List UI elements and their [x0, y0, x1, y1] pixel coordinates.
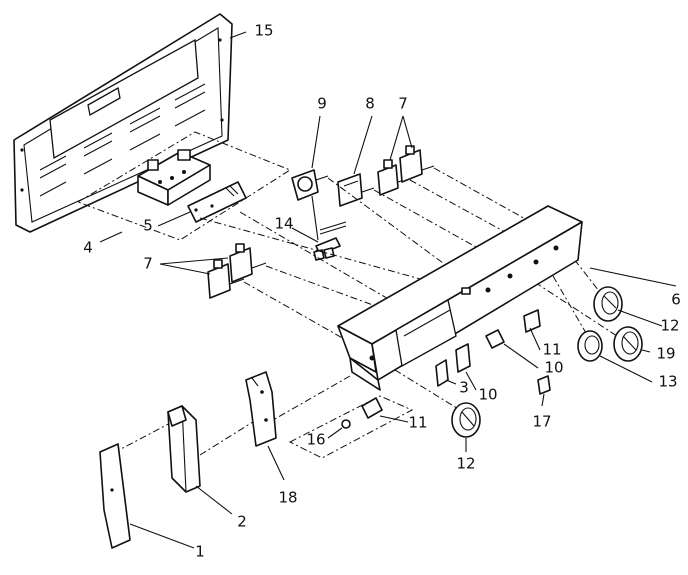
switch-kit-outline: [288, 395, 414, 459]
callout-label-19: 19: [656, 344, 676, 363]
callout-label-3: 3: [459, 378, 469, 397]
callout-label-17: 17: [532, 412, 552, 431]
callout-label-14: 14: [274, 214, 294, 233]
callout-label-16: 16: [306, 430, 326, 449]
callout-label-6: 6: [671, 290, 681, 309]
callout-leaders: [99, 31, 677, 549]
callout-label-10-right: 10: [544, 358, 564, 377]
infinite-switch-lower-part: [207, 243, 267, 299]
infinite-switch-part: [377, 145, 435, 196]
end-trim-part: [99, 443, 131, 549]
callout-label-2: 2: [237, 512, 247, 531]
callout-label-5: 5: [143, 216, 153, 235]
callout-label-11-lower: 11: [408, 413, 428, 432]
callout-label-11-upper: 11: [542, 340, 562, 359]
callout-label-10-left: 10: [478, 385, 498, 404]
callout-label-13: 13: [658, 372, 678, 391]
control-console-part: [337, 205, 583, 391]
callout-label-9: 9: [317, 94, 327, 113]
indicator-light-part: [341, 309, 541, 429]
callout-label-4: 4: [83, 238, 93, 257]
mounting-bracket-part: [245, 371, 277, 447]
thermostat-part: [291, 169, 329, 241]
wire-harness-part: [313, 221, 347, 261]
callout-label-18: 18: [278, 488, 298, 507]
callout-label-15: 15: [254, 21, 274, 40]
clock-assembly-part: [76, 131, 292, 241]
selector-switch-part: [337, 173, 375, 207]
callout-label-12-right: 12: [660, 316, 680, 335]
callout-label-7-lower: 7: [143, 254, 153, 273]
control-knob-part: [451, 286, 643, 438]
callout-label-8: 8: [365, 94, 375, 113]
end-cap-part: [167, 405, 201, 493]
callout-label-12-lower: 12: [456, 454, 476, 473]
back-panel-part: [13, 13, 233, 233]
callout-label-7: 7: [398, 94, 408, 113]
callout-label-1: 1: [195, 542, 205, 561]
